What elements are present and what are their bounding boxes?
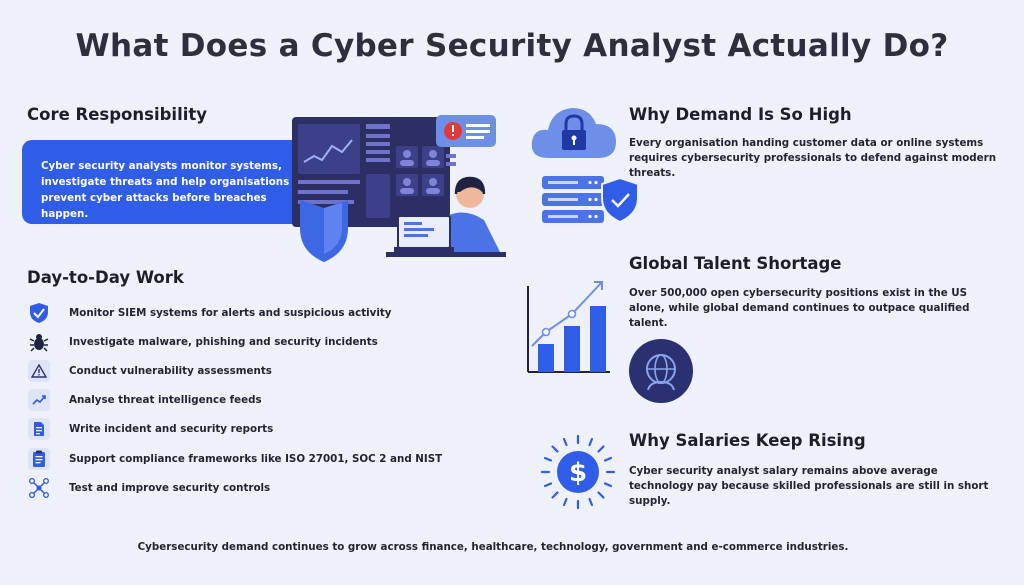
list-item-label: Conduct vulnerability assessments: [69, 364, 272, 377]
core-callout: [22, 140, 322, 224]
core-text: Cyber security analysts monitor systems,…: [41, 160, 290, 220]
work-list: Monitor SIEM systems for alerts and susp…: [28, 298, 448, 502]
growth-chart-icon: [527, 281, 610, 373]
analyst-illustration: [292, 115, 506, 262]
dollar-coin-icon: $: [540, 434, 616, 510]
desk: [386, 252, 506, 257]
laptop: [397, 215, 451, 249]
list-item-label: Investigate malware, phishing and securi…: [69, 335, 378, 348]
demand-text: Every organisation handing customer data…: [629, 137, 997, 179]
clipboard-icon: [28, 447, 50, 470]
warning-icon: [28, 359, 50, 382]
list-item: Support compliance frameworks like ISO 2…: [28, 444, 448, 473]
list-item: Investigate malware, phishing and securi…: [28, 327, 448, 356]
trend-line-icon: [28, 389, 50, 412]
svg-text:$: $: [569, 458, 587, 488]
salaries-text: Cyber security analyst salary remains ab…: [629, 465, 989, 507]
network-icon: [28, 477, 50, 499]
demand-heading: Why Demand Is So High: [629, 105, 852, 124]
list-item: Conduct vulnerability assessments: [28, 356, 448, 385]
list-item-label: Monitor SIEM systems for alerts and susp…: [69, 306, 392, 319]
footer-text: Cybersecurity demand continues to grow a…: [137, 541, 849, 553]
document-icon: [28, 418, 50, 441]
bug-icon: [28, 331, 50, 353]
list-item-label: Support compliance frameworks like ISO 2…: [69, 452, 443, 465]
page-title: What Does a Cyber Security Analyst Actua…: [75, 28, 949, 64]
list-item: Monitor SIEM systems for alerts and susp…: [28, 298, 448, 327]
list-item: Test and improve security controls: [28, 473, 448, 502]
work-heading: Day-to-Day Work: [27, 268, 184, 287]
salaries-heading: Why Salaries Keep Rising: [629, 431, 866, 450]
list-item-label: Analyse threat intelligence feeds: [69, 394, 262, 407]
person-globe-icon: [629, 339, 693, 403]
shortage-heading: Global Talent Shortage: [629, 254, 842, 273]
shortage-text: Over 500,000 open cybersecurity position…: [629, 287, 970, 329]
list-item-label: Write incident and security reports: [69, 423, 274, 436]
analyst-person: [438, 212, 500, 252]
server-shield-icon: [542, 176, 639, 224]
cloud-lock-icon: [531, 108, 616, 158]
list-item: Write incident and security reports: [28, 415, 448, 444]
list-item-label: Test and improve security controls: [69, 481, 271, 494]
core-heading: Core Responsibility: [27, 105, 208, 124]
list-item: Analyse threat intelligence feeds: [28, 386, 448, 415]
shield-check-icon: [28, 302, 50, 324]
